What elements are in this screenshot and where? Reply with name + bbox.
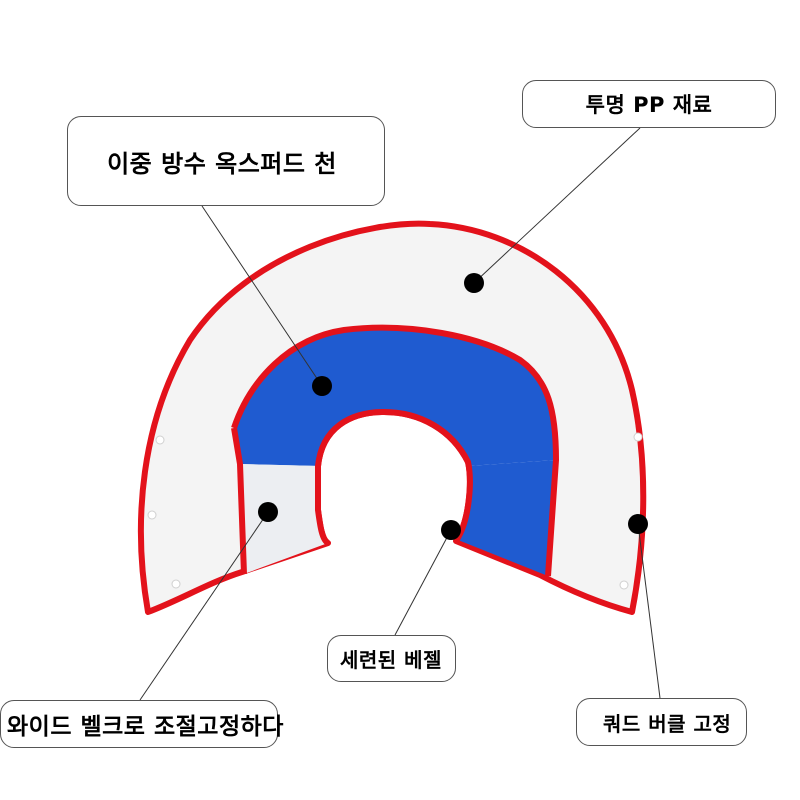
- marker-bezel: [441, 520, 461, 540]
- callout-pp-material: 투명 PP 재료: [522, 80, 776, 128]
- leader-line-buckle: [637, 523, 661, 699]
- marker-fabric: [312, 376, 332, 396]
- velcro-panel: [240, 464, 328, 574]
- callout-velcro: 와이드 벨크로 조절고정하다: [0, 700, 283, 748]
- pp-outer-ring: [137, 220, 647, 615]
- callout-pp-material-label: 투명 PP 재료: [585, 93, 713, 117]
- callout-markers: [258, 273, 648, 540]
- marker-pp: [464, 273, 484, 293]
- inner-trim-mid: [231, 324, 559, 577]
- callout-buckle: 쿼드 버클 고정: [576, 698, 747, 746]
- leader-line-fabric: [201, 205, 323, 387]
- callout-oxford-fabric-label: 이중 방수 옥스퍼드 천: [107, 149, 337, 178]
- callout-buckle-label: 쿼드 버클 고정: [603, 711, 732, 736]
- neck-trim: [315, 409, 473, 546]
- callout-oxford-fabric: 이중 방수 옥스퍼드 천: [67, 116, 385, 206]
- callout-velcro-label: 와이드 벨크로 조절고정하다: [7, 714, 284, 740]
- leader-line-velcro: [139, 511, 269, 701]
- marker-velcro: [258, 502, 278, 522]
- marker-buckle: [628, 514, 648, 534]
- leader-lines: [139, 127, 661, 701]
- callout-bezel: 세련된 베젤: [327, 635, 456, 682]
- leader-line-pp: [473, 127, 641, 284]
- leader-line-bezel: [394, 529, 452, 636]
- callout-bezel-label: 세련된 베젤: [340, 648, 442, 672]
- buckle-holes: [147, 432, 643, 590]
- inner-trim-left: [231, 427, 247, 575]
- oxford-fabric-band: [234, 327, 556, 466]
- oxford-fabric-lower-panel: [458, 460, 556, 576]
